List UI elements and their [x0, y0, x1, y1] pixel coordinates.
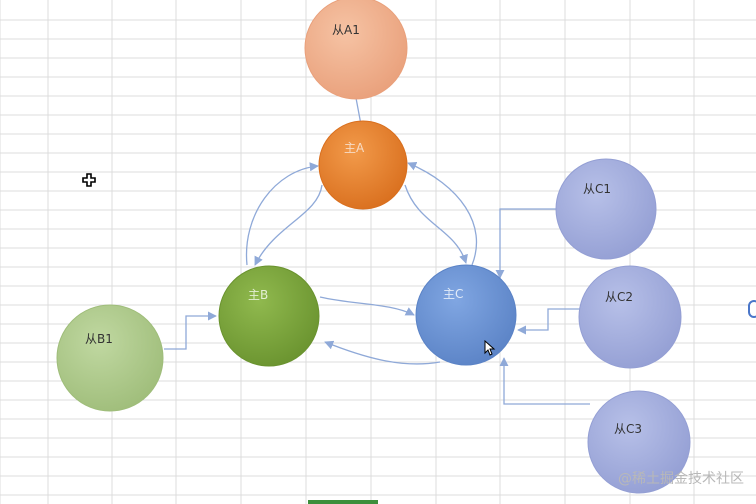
node-slave-c1[interactable]: 从C1: [555, 158, 657, 260]
node-slave-a1[interactable]: 从A1: [304, 0, 408, 100]
edge-c1-to-c: [495, 208, 557, 279]
node-slave-c3-label: 从C3: [614, 422, 642, 436]
offscreen-shape-handle[interactable]: [748, 300, 756, 318]
node-slave-c2-label: 从C2: [605, 290, 633, 304]
node-slave-c1-label: 从C1: [583, 182, 611, 196]
node-slave-c2[interactable]: 从C2: [578, 265, 682, 369]
node-slave-c3[interactable]: 从C3: [587, 390, 691, 494]
node-master-c-label: 主C: [443, 287, 463, 301]
edge-c-to-b: [324, 340, 441, 365]
node-master-b-label: 主B: [248, 288, 268, 302]
node-slave-b1[interactable]: 从B1: [56, 304, 164, 412]
edge-c2-to-c: [517, 308, 580, 335]
edge-c-to-a: [407, 162, 477, 266]
cell-select-cursor-icon: [82, 173, 96, 187]
node-master-a[interactable]: 主A: [318, 120, 408, 210]
edge-b-to-c: [319, 296, 415, 316]
mouse-pointer-icon: [484, 340, 496, 356]
node-slave-b1-label: 从B1: [85, 332, 113, 346]
node-slave-a1-label: 从A1: [332, 23, 360, 37]
edge-a-to-c: [404, 184, 468, 264]
node-master-c[interactable]: 主C: [415, 264, 517, 366]
edge-c3-to-c: [499, 357, 590, 405]
node-master-b[interactable]: 主B: [218, 265, 320, 367]
watermark: @稀土掘金技术社区: [618, 471, 744, 487]
edge-b-to-a: [245, 162, 319, 266]
edge-b1-to-b: [164, 311, 217, 350]
edge-a-to-b: [254, 184, 323, 266]
node-master-a-label: 主A: [344, 141, 365, 155]
active-sheet-tab[interactable]: [308, 500, 378, 504]
